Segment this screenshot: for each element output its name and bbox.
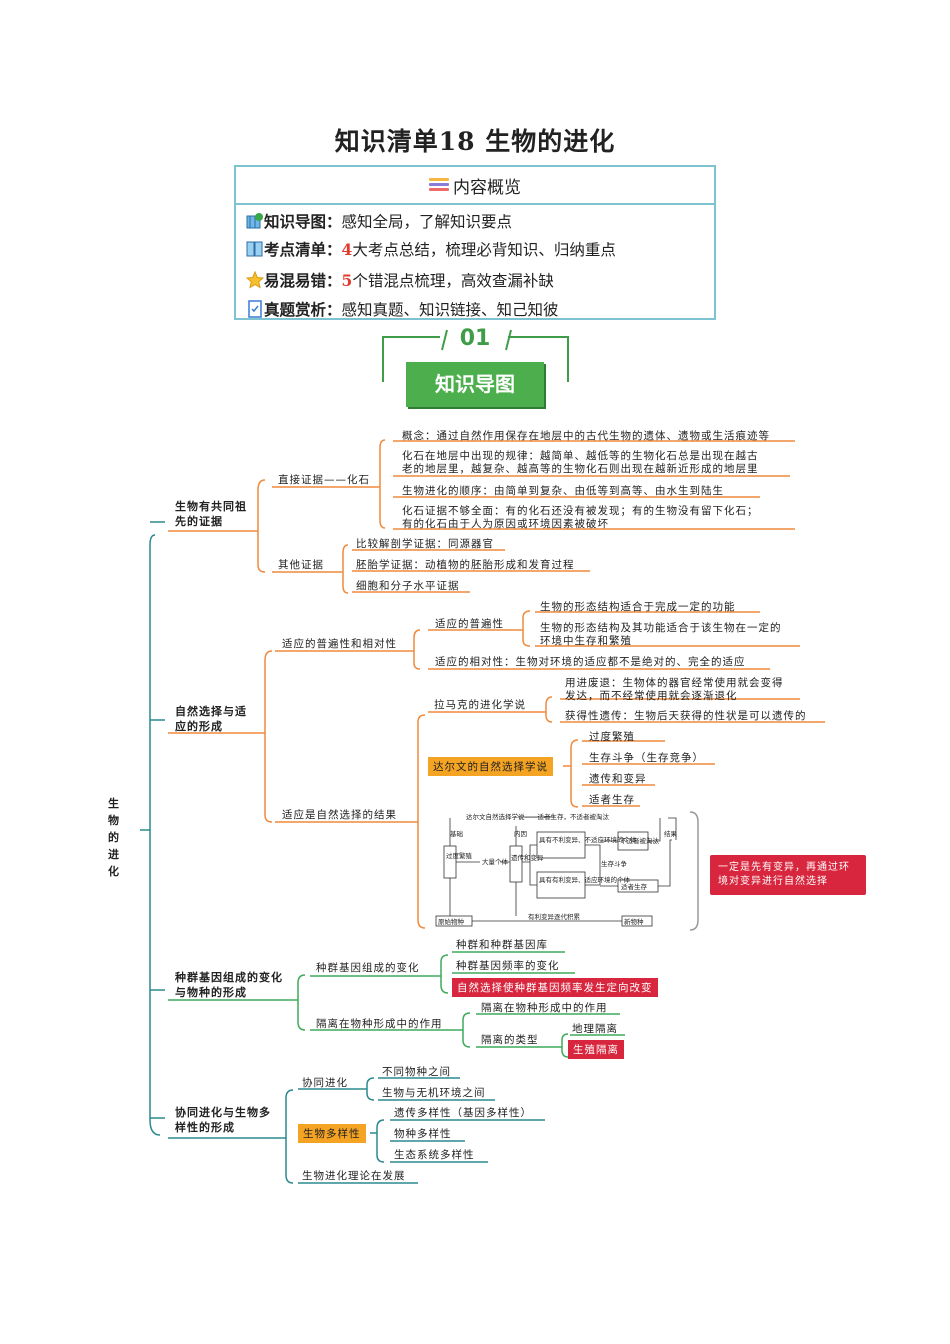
branch-coevolution: 协同进化与生物多样性的形成 xyxy=(175,1106,271,1134)
node-fossil-evidence: 直接证据——化石 xyxy=(278,474,370,486)
content-overview-box: 内容概览 知识导图：感知全局，了解知识要点 考点清单：4大考点总结，梳理必背知识… xyxy=(234,165,716,320)
map-pin-icon xyxy=(246,213,263,229)
node-evolution-order: 生物进化的顺序：由简单到复杂、由低等到高等、由水生到陆生 xyxy=(402,485,724,497)
node-anatomy-evidence: 比较解剖学证据：同源器官 xyxy=(356,538,494,550)
diagram-cause: 内因 xyxy=(514,829,527,838)
diagram-good: 具有有利变异、适应环境的个体 xyxy=(539,875,631,884)
node-acquired-inheritance: 获得性遗传：生物后天获得的性状是可以遗传的 xyxy=(565,710,807,722)
section-number: 01 xyxy=(459,326,491,351)
node-darwin: 达尔文的自然选择学说 xyxy=(428,757,553,776)
node-molecular-evidence: 细胞和分子水平证据 xyxy=(356,580,460,592)
node-isolation-role: 隔离在物种形成中的作用 xyxy=(481,1002,608,1014)
node-embryo-evidence: 胚胎学证据：动植物的胚胎形成和发育过程 xyxy=(356,559,575,571)
diagram-over: 过度繁殖 xyxy=(446,851,473,860)
diagram-elim: 不适者被淘汰 xyxy=(620,836,660,845)
node-between-species: 不同物种之间 xyxy=(382,1066,451,1078)
list-bars-icon xyxy=(429,178,449,192)
node-species-diversity: 物种多样性 xyxy=(394,1128,452,1140)
diagram-bad: 具有不利变异、不适应环境的个体 xyxy=(539,835,637,844)
node-organism-environment: 生物与无机环境之间 xyxy=(382,1087,486,1099)
diagram-survive: 适者生存 xyxy=(621,882,648,891)
overview-row-mistakes: 易混易错：5个错混点梳理，高效查漏补缺 xyxy=(246,269,554,291)
section-frame xyxy=(382,329,569,382)
node-isolation-type: 隔离的类型 xyxy=(481,1034,539,1046)
node-overproduction: 过度繁殖 xyxy=(589,731,635,743)
node-geographic-isolation: 地理隔离 xyxy=(572,1023,618,1035)
branch-natural-selection: 自然选择与适应的形成 xyxy=(175,705,247,733)
diagram-hv: 遗传和变异 xyxy=(511,853,544,862)
note-variation-first: 一定是先有变异，再通过环境对变异进行自然选择 xyxy=(710,855,866,895)
node-relativity: 适应的相对性：生物对环境的适应都不是绝对的、完全的适应 xyxy=(435,656,746,668)
node-selection-result: 适应是自然选择的结果 xyxy=(282,809,397,821)
node-struggle: 生存斗争（生存竞争） xyxy=(589,752,704,764)
overview-row-checklist: 考点清单：4大考点总结，梳理必背知识、归纳重点 xyxy=(246,238,616,260)
node-other-evidence: 其他证据 xyxy=(278,559,324,571)
node-ecosystem-diversity: 生态系统多样性 xyxy=(394,1149,475,1161)
overview-row-exam: 真题赏析：感知真题、知识链接、知己知彼 xyxy=(246,298,559,320)
node-gene-change: 种群基因组成的变化 xyxy=(316,962,420,974)
diagram-accum: 有利变异逐代积累 xyxy=(528,912,581,921)
branch-gene-pool: 种群基因组成的变化与物种的形成 xyxy=(175,971,283,999)
node-univ-2a: 生物的形态结构及其功能适合于该生物在一定的 xyxy=(540,622,782,634)
node-gene-frequency: 种群基因频率的变化 xyxy=(456,960,560,972)
diagram-origin: 原始物种 xyxy=(438,917,465,926)
branch-ancestor-evidence: 生物有共同祖先的证据 xyxy=(175,500,247,528)
node-genetic-diversity: 遗传多样性（基因多样性） xyxy=(394,1107,532,1119)
node-fossil-incomplete-1: 化石证据不够全面：有的化石还没有被发现；有的生物没有留下化石； xyxy=(402,505,759,517)
node-use-disuse-1: 用进废退：生物体的器官经常使用就会变得 xyxy=(565,677,784,689)
section-label: 知识导图 xyxy=(406,362,544,407)
node-survival-fittest: 适者生存 xyxy=(589,794,635,806)
node-univ-1: 生物的形态结构适合于完成一定的功能 xyxy=(540,601,736,613)
diagram-newsp: 新物种 xyxy=(624,917,644,926)
diagram-struggle: 生存斗争 xyxy=(601,859,628,868)
node-lamarck: 拉马克的进化学说 xyxy=(434,699,526,711)
overview-title: 内容概览 xyxy=(453,177,521,198)
root-node: 生物的进化 xyxy=(108,797,120,878)
node-univ-2b: 环境中生存和繁殖 xyxy=(540,635,632,647)
diagram-result: 结果 xyxy=(664,829,678,838)
node-fossil-pattern-2: 老的地层里，越复杂、越高等的生物化石则出现在越新近形成的地层里 xyxy=(402,463,759,475)
node-biodiversity: 生物多样性 xyxy=(298,1124,366,1143)
node-gene-pool: 种群和种群基因库 xyxy=(456,939,548,951)
node-theory-developing: 生物进化理论在发展 xyxy=(302,1170,406,1182)
node-fossil-incomplete-2: 有的化石由于人为原因或环境因素被破坏 xyxy=(402,518,609,530)
diagram-top: 达尔文自然选择学说——适者生存，不适者被淘汰 xyxy=(466,812,610,821)
node-reproductive-isolation: 生殖隔离 xyxy=(568,1040,624,1059)
book-icon xyxy=(246,241,263,257)
node-coevolution: 协同进化 xyxy=(302,1077,348,1089)
star-icon xyxy=(246,271,264,289)
node-use-disuse-2: 发达，而不经常使用就会逐渐退化 xyxy=(565,690,738,702)
overview-header: 内容概览 xyxy=(236,167,714,205)
page-title: 知识清单18 生物的进化 xyxy=(334,127,616,156)
diagram-many: 大量个体 xyxy=(482,857,509,866)
node-fossil-concept: 概念：通过自然作用保存在地层中的古代生物的遗体、遗物或生活痕迹等 xyxy=(402,430,770,442)
node-directional-change: 自然选择使种群基因频率发生定向改变 xyxy=(452,978,658,997)
node-fossil-pattern-1: 化石在地层中出现的规律：越简单、越低等的生物化石总是出现在越古 xyxy=(402,450,759,462)
node-universality: 适应的普遍性 xyxy=(435,618,504,630)
node-adaptation: 适应的普遍性和相对性 xyxy=(282,638,397,650)
diagram-basis: 基础 xyxy=(450,829,464,838)
overview-row-mindmap: 知识导图：感知全局，了解知识要点 xyxy=(246,210,512,232)
document-check-icon xyxy=(248,300,262,318)
node-heredity-variation: 遗传和变异 xyxy=(589,773,647,785)
node-isolation: 隔离在物种形成中的作用 xyxy=(316,1018,443,1030)
